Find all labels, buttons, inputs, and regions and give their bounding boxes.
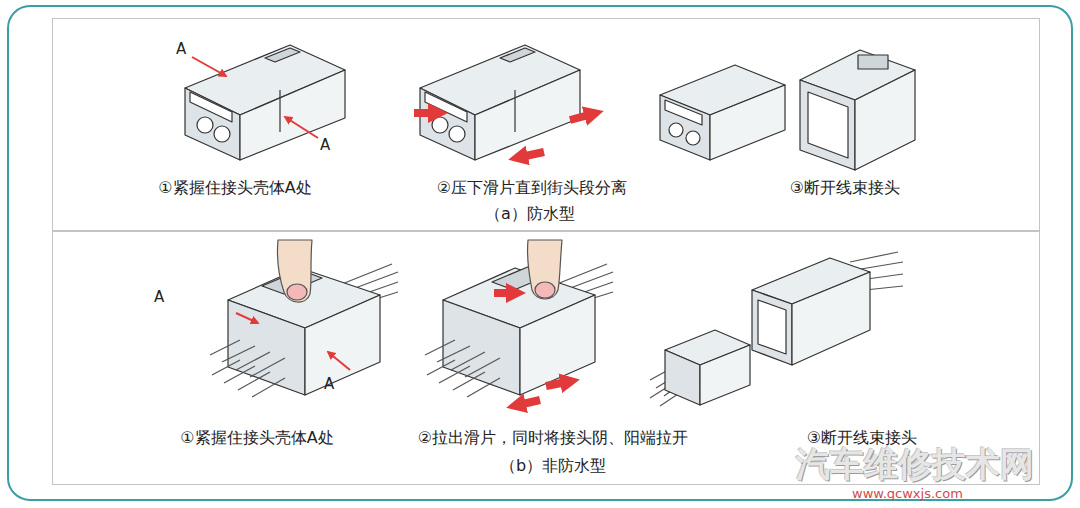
point-label: A (320, 136, 330, 154)
panel-band: ①紧握住接头壳体A处 ②压下滑片直到街头段分离 ③断开线束接头 （a）防水型 (52, 18, 1040, 231)
step-caption: ③断开线束接头 (790, 178, 900, 197)
watermark-url: www.qcwxjs.com (852, 486, 963, 502)
point-label: A (324, 375, 334, 393)
step-caption: ②拉出滑片，同时将接头阴、阳端拉开 (418, 428, 688, 447)
step-caption: ①紧握住接头壳体A处 (180, 428, 333, 447)
step-caption: ①紧握住接头壳体A处 (158, 178, 311, 197)
type-caption: （a）防水型 (485, 204, 575, 223)
step-caption: ②压下滑片直到街头段分离 (437, 178, 627, 197)
type-caption: （b）非防水型 (500, 456, 606, 475)
watermark: 汽车维修技术网 (796, 444, 1034, 485)
point-label: A (176, 40, 186, 58)
point-label: A (154, 288, 164, 306)
